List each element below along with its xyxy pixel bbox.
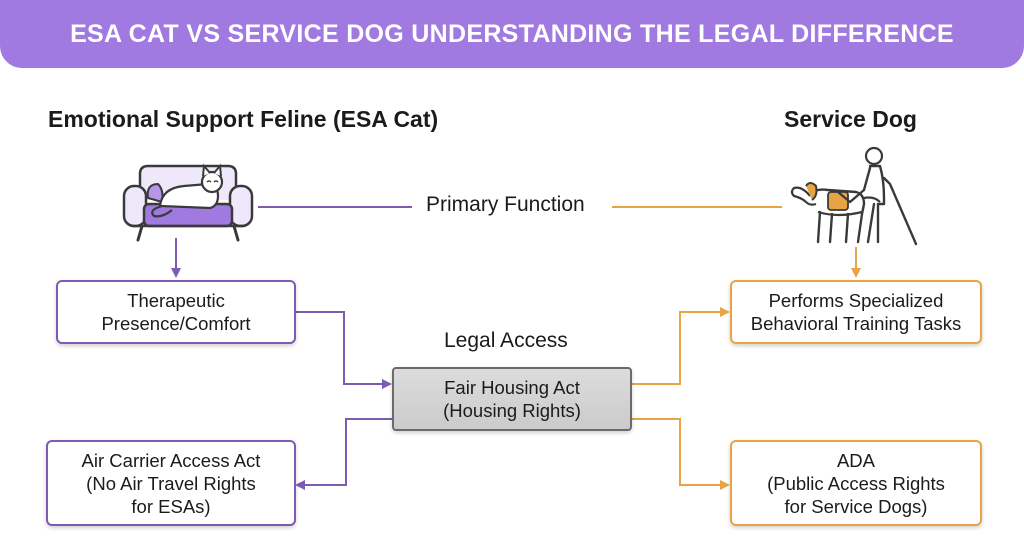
specialized-training-box: Performs Specialized Behavioral Training… [730, 280, 982, 344]
ada-line-2: (Public Access Rights [767, 472, 945, 494]
therapeutic-to-fha-arrow [296, 311, 392, 389]
fha-to-air-arrow [295, 418, 392, 490]
air-line-2: (No Air Travel Rights [86, 472, 256, 494]
title-banner: ESA CAT VS SERVICE DOG UNDERSTANDING THE… [0, 0, 1024, 68]
page-title: ESA CAT VS SERVICE DOG UNDERSTANDING THE… [70, 19, 954, 48]
air-line-1: Air Carrier Access Act [81, 449, 261, 471]
fha-to-ada-arrow [632, 418, 730, 490]
therapeutic-presence-box: Therapeutic Presence/Comfort [56, 280, 296, 344]
primary-function-label: Primary Function [420, 193, 591, 217]
esa-cat-heading: Emotional Support Feline (ESA Cat) [48, 106, 439, 132]
air-line-3: for ESAs) [131, 495, 211, 517]
ada-line-3: for Service Dogs) [784, 495, 928, 517]
training-line-1: Performs Specialized [768, 290, 944, 311]
fha-line-1: Fair Housing Act [444, 377, 580, 398]
service-dog-with-person-icon [790, 146, 918, 246]
legal-access-label: Legal Access [444, 329, 568, 353]
training-line-2: Behavioral Training Tasks [750, 313, 962, 334]
cat-on-sofa-icon [122, 163, 254, 242]
fha-line-2: (Housing Rights) [443, 400, 581, 421]
ada-box: ADA (Public Access Rights for Service Do… [730, 440, 982, 526]
air-carrier-access-act-box: Air Carrier Access Act (No Air Travel Ri… [46, 440, 296, 526]
fair-housing-act-box: Fair Housing Act (Housing Rights) [392, 367, 632, 431]
service-dog-heading: Service Dog [784, 106, 917, 132]
ada-line-1: ADA [836, 449, 876, 471]
fha-to-training-arrow [632, 307, 730, 385]
therapeutic-line-1: Therapeutic [127, 290, 225, 311]
therapeutic-line-2: Presence/Comfort [101, 313, 251, 334]
